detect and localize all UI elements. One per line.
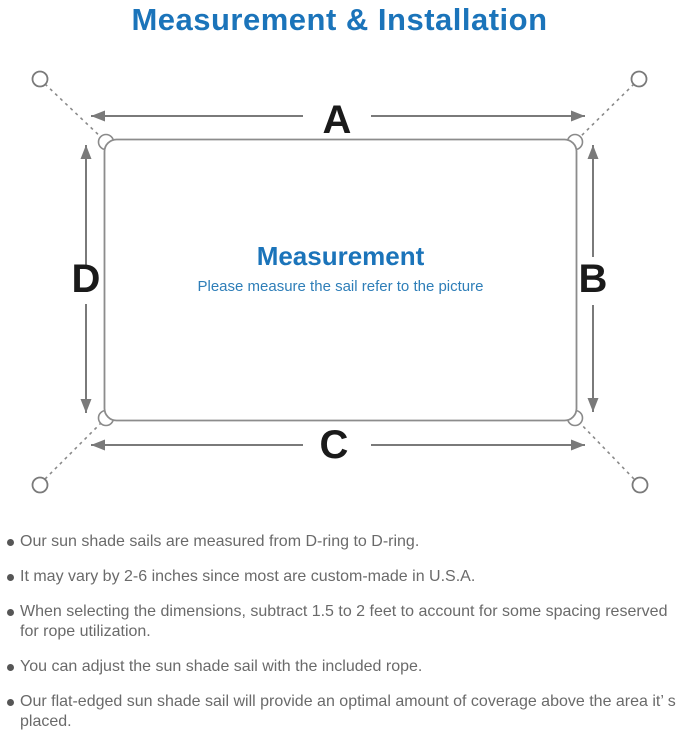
- measurement-subtext: Please measure the sail refer to the pic…: [197, 278, 484, 295]
- bullet-icon: [7, 699, 14, 706]
- anchor-point-bottom-left: [31, 476, 49, 494]
- diagram-center-text: Measurement Please measure the sail refe…: [104, 241, 577, 296]
- list-item: You can adjust the sun shade sail with t…: [7, 657, 676, 677]
- page-title: Measurement & Installation: [131, 2, 548, 37]
- measurement-diagram: A B C D: [31, 70, 649, 494]
- dimension-label-b: B: [579, 257, 608, 301]
- note-text: When selecting the dimensions, subtract …: [20, 603, 668, 640]
- tension-line-bottom-right: [576, 419, 635, 480]
- anchor-point-top-right: [630, 70, 648, 88]
- dimension-label-c: C: [320, 423, 349, 467]
- note-text: Our flat-edged sun shade sail will provi…: [20, 693, 676, 730]
- note-text: Our sun shade sails are measured from D-…: [20, 533, 420, 550]
- bullet-icon: [7, 609, 14, 616]
- tension-line-top-left: [44, 83, 105, 141]
- anchor-point-bottom-right: [631, 476, 649, 494]
- note-text: It may vary by 2-6 inches since most are…: [20, 568, 476, 585]
- list-item: It may vary by 2-6 inches since most are…: [7, 567, 676, 587]
- notes-list: Our sun shade sails are measured from D-…: [7, 532, 676, 747]
- note-text: You can adjust the sun shade sail with t…: [20, 658, 423, 675]
- measurement-heading: Measurement: [256, 241, 425, 271]
- dimension-label-d: D: [72, 257, 101, 301]
- anchor-point-top-left: [31, 70, 49, 88]
- bullet-icon: [7, 539, 14, 546]
- list-item: Our sun shade sails are measured from D-…: [7, 532, 676, 552]
- tension-line-top-right: [576, 83, 635, 141]
- list-item: When selecting the dimensions, subtract …: [7, 602, 676, 642]
- dimension-label-a: A: [323, 98, 352, 142]
- tension-line-bottom-left: [44, 419, 105, 480]
- list-item: Our flat-edged sun shade sail will provi…: [7, 692, 676, 732]
- bullet-icon: [7, 664, 14, 671]
- bullet-icon: [7, 574, 14, 581]
- shade-sail-outline: [103, 138, 578, 422]
